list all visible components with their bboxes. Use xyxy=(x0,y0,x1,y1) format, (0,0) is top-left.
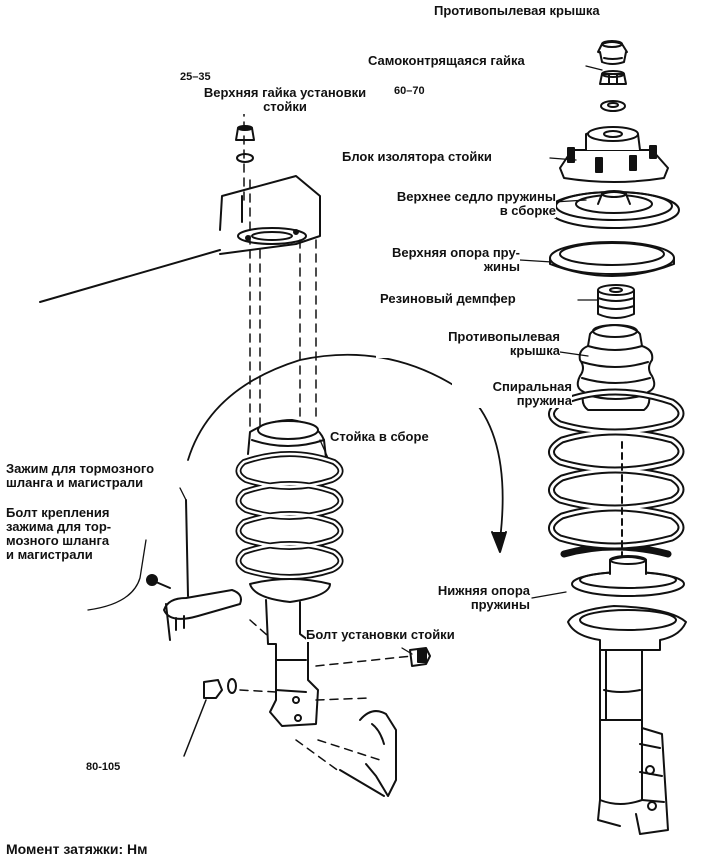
label-brake-clamp: Зажим для тормозного шланга и магистрали xyxy=(6,461,155,490)
knuckle-part xyxy=(339,710,397,797)
torque-note: Момент затяжки: Нм xyxy=(6,841,148,857)
dust-cap-top-part xyxy=(597,40,628,65)
body-mount-panel xyxy=(39,175,321,303)
assembly-arrow xyxy=(187,353,504,541)
lower-spring-seat-part xyxy=(571,555,685,597)
label-upper-mount-nut: Верхняя гайка установки стойки xyxy=(178,86,392,114)
strut-tube-part xyxy=(567,605,687,835)
label-lower-spring-seat: Нижняя опора пружины xyxy=(396,584,530,612)
isolator-block-part xyxy=(559,126,669,183)
lower-nut-part xyxy=(203,678,237,699)
rubber-bumper-part xyxy=(597,284,635,319)
label-dust-cap-top: Противопылевая крышка xyxy=(434,3,600,18)
label-isolator-block: Блок изолятора стойки xyxy=(342,149,492,164)
left-strut-assembly xyxy=(235,419,344,727)
label-dust-boot: Противопылевая крышка xyxy=(376,330,560,358)
label-rubber-bumper: Резиновый демпфер xyxy=(380,291,516,306)
label-upper-spring-support: Верхняя опора пру- жины xyxy=(334,246,520,274)
label-coil-spring: Спиральная пружина xyxy=(452,380,572,408)
label-self-locking-nut: Самоконтрящаяся гайка xyxy=(368,53,525,68)
brake-clamp-part xyxy=(146,499,242,641)
label-torque-self-locking: 60–70 xyxy=(394,84,425,98)
label-upper-spring-seat: Верхнее седло пружины в сборке xyxy=(336,190,556,218)
upper-spring-support-part xyxy=(549,241,675,277)
label-strut-bolt: Болт установки стойки xyxy=(306,627,455,642)
strut-bolt-part xyxy=(409,647,431,667)
self-locking-nut-part xyxy=(599,70,627,85)
left-upper-nut-part xyxy=(235,125,255,163)
label-clamp-bolt: Болт крепления зажима для тор- мозного ш… xyxy=(6,505,112,562)
label-torque-top-nut: 25–35 xyxy=(180,70,211,84)
upper-spring-seat-part xyxy=(548,190,680,229)
figure-code: 80-105 xyxy=(86,760,121,774)
label-strut-assembly: Стойка в сборе xyxy=(330,429,429,444)
coil-spring-part xyxy=(548,388,685,558)
